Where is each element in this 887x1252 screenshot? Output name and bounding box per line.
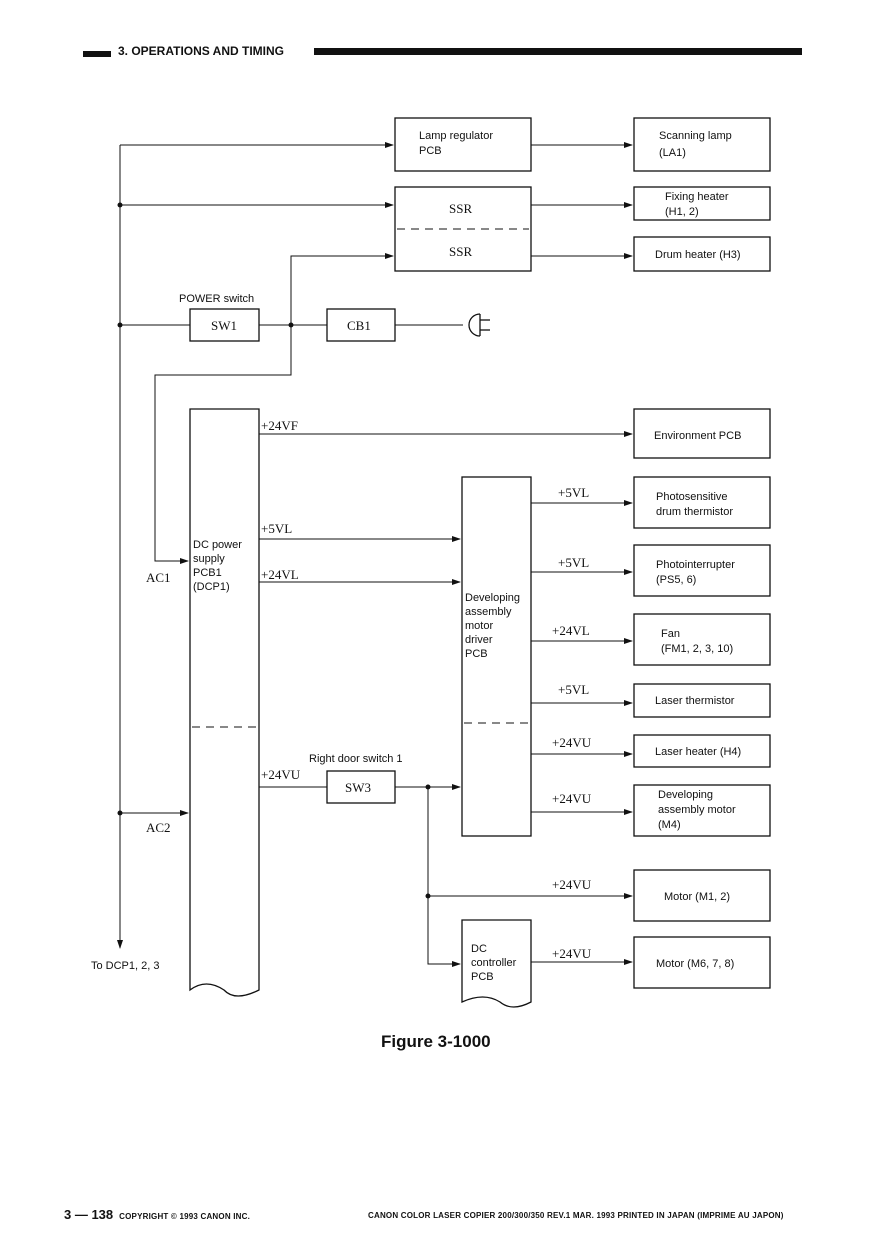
wire-to-dc-controller (427, 787, 461, 967)
photointerrupter-box (633, 544, 771, 597)
figure-caption: Figure 3-1000 (381, 1032, 491, 1051)
dc-controller-line1: DC (471, 943, 487, 955)
cb1-label: CB1 (347, 318, 371, 333)
laser-heater-box (633, 734, 771, 768)
to-dcp-label: To DCP1, 2, 3 (91, 960, 159, 972)
motor-m1-box (633, 869, 771, 922)
junction-dot (117, 322, 123, 328)
output-1-voltage: +5VL (558, 555, 589, 570)
sw3-label: SW3 (345, 780, 371, 795)
output-4-voltage: +24VU (552, 735, 592, 750)
driver-line2: assembly (465, 606, 512, 618)
laser-thermistor-box (633, 683, 771, 718)
voltage-24vl: +24VL (261, 567, 299, 582)
wire-ac1 (154, 325, 292, 564)
dc-power-supply-box (189, 408, 260, 997)
drum-heater-label: Drum heater (H3) (655, 249, 741, 261)
junction-dot (425, 784, 431, 790)
scanning-lamp-line2: (LA1) (659, 147, 686, 159)
sw1-box (189, 308, 260, 342)
section-title: 3. OPERATIONS AND TIMING (118, 44, 285, 58)
dc-controller-line3: PCB (471, 971, 494, 983)
header-rule (314, 48, 802, 55)
junction-dot (288, 322, 294, 328)
sw1-label: SW1 (211, 318, 237, 333)
ssr-lower-label: SSR (449, 244, 472, 259)
output-2-line2: (FM1, 2, 3, 10) (661, 643, 733, 655)
drum-heater-box (633, 236, 771, 272)
scanning-lamp-line1: Scanning lamp (659, 130, 732, 142)
output-7-voltage: +24VU (552, 946, 592, 961)
dc-controller-box (461, 919, 532, 1008)
output-2-line1: Fan (661, 628, 680, 640)
dc-power-line4: (DCP1) (193, 581, 230, 593)
motor-m6-box (633, 936, 771, 989)
dc-power-line1: DC power (193, 539, 242, 551)
output-0-line1: Photosensitive (656, 491, 728, 503)
ac2-label: AC2 (146, 820, 171, 835)
output-6-voltage: +24VU (552, 877, 592, 892)
output-1-line1: Photointerrupter (656, 559, 735, 571)
driver-line4: driver (465, 634, 493, 646)
voltage-24vu: +24VU (261, 767, 301, 782)
voltage-24vf: +24VF (261, 418, 298, 433)
dc-power-line2: supply (193, 553, 225, 565)
developing-motor-box (633, 784, 771, 837)
developing-driver-pcb-box (461, 476, 532, 837)
fan-box (633, 613, 771, 666)
page-number: 3 — 138 (64, 1207, 114, 1222)
dc-power-line3: PCB1 (193, 567, 222, 579)
voltage-5vl: +5VL (261, 521, 292, 536)
ssr-upper-label: SSR (449, 201, 472, 216)
right-door-switch-label: Right door switch 1 (309, 753, 403, 765)
footer-left: 3 — 138 COPYRIGHT © 1993 CANON INC. (64, 1207, 250, 1222)
junction-dot (117, 202, 123, 208)
dc-controller-line2: controller (471, 957, 517, 969)
cb1-box (326, 308, 396, 342)
fixing-heater-box (633, 186, 771, 221)
environment-pcb-box (633, 408, 771, 459)
junction-dot (425, 893, 431, 899)
output-0-voltage: +5VL (558, 485, 589, 500)
output-4-line1: Laser heater (H4) (655, 746, 741, 758)
output-3-voltage: +5VL (558, 682, 589, 697)
copyright-text: COPYRIGHT © 1993 CANON INC. (119, 1212, 251, 1221)
lamp-regulator-line1: Lamp regulator (419, 130, 493, 142)
drum-thermistor-box (633, 476, 771, 529)
publication-info: CANON COLOR LASER COPIER 200/300/350 REV… (368, 1211, 784, 1220)
driver-line1: Developing (465, 592, 520, 604)
environment-pcb-label: Environment PCB (654, 430, 741, 442)
output-1-line2: (PS5, 6) (656, 574, 696, 586)
driver-line3: motor (465, 620, 493, 632)
wire-to-ssr-lower (290, 253, 394, 325)
fixing-heater-line2: (H1, 2) (665, 206, 699, 218)
output-2-voltage: +24VL (552, 623, 590, 638)
ac1-label: AC1 (146, 570, 171, 585)
fixing-heater-line1: Fixing heater (665, 191, 729, 203)
output-6-line1: Motor (M1, 2) (664, 891, 730, 903)
output-7-line1: Motor (M6, 7, 8) (656, 958, 734, 970)
ssr-box (394, 186, 532, 272)
lamp-regulator-line2: PCB (419, 145, 442, 157)
power-plug-icon (468, 313, 490, 337)
output-3-line1: Laser thermistor (655, 695, 735, 707)
output-5-line3: (M4) (658, 819, 681, 831)
output-5-line2: assembly motor (658, 804, 736, 816)
scanning-lamp-box (633, 117, 771, 172)
output-5-line1: Developing (658, 789, 713, 801)
driver-line5: PCB (465, 648, 488, 660)
power-switch-label: POWER switch (179, 293, 254, 305)
sw3-box (326, 770, 396, 804)
lamp-regulator-box (394, 117, 532, 172)
output-5-voltage: +24VU (552, 791, 592, 806)
output-0-line2: drum thermistor (656, 506, 733, 518)
header-left-block (83, 51, 111, 57)
junction-dot (117, 810, 123, 816)
